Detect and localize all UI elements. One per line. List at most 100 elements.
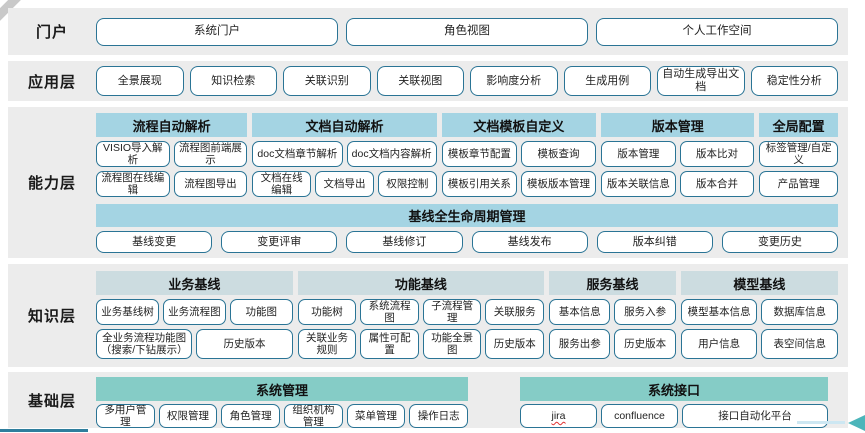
history-version-button[interactable]: 历史版本: [485, 329, 545, 359]
base-layer-label: 基础层: [27, 392, 76, 410]
user-info-button[interactable]: 用户信息: [680, 329, 758, 359]
system-interface-header: 系统接口: [520, 377, 828, 401]
impact-analysis-button[interactable]: 影响度分析: [470, 66, 558, 96]
relation-view-button[interactable]: 关联视图: [376, 66, 464, 96]
subprocess-mgmt-button[interactable]: 子流程管理: [422, 299, 482, 325]
knowledge-group-3-header: 模型基线: [680, 271, 838, 295]
left-arrow-icon: [848, 415, 865, 431]
attribute-config-button[interactable]: 属性可配置: [360, 329, 419, 359]
base-group-system-mgmt: 系统管理 多用户管理 权限管理 角色管理 组织机构管理 菜单管理 操作日志: [96, 377, 469, 428]
portal-layer-band: 门户 系统门户 角色视图 个人工作空间: [8, 8, 848, 55]
relation-identify-button[interactable]: 关联识别: [283, 66, 371, 96]
capability-group-1-header: 文档自动解析: [252, 113, 437, 137]
service-output-button[interactable]: 服务出参: [549, 329, 611, 359]
arrow-tail-line: [797, 421, 845, 424]
related-service-button[interactable]: 关联服务: [485, 299, 545, 325]
capability-group-global: 全局配置 标签管理/自定义 产品管理: [759, 113, 838, 198]
system-flowchart-button[interactable]: 系统流程图: [360, 299, 419, 325]
full-business-flow-button[interactable]: 全业务流程功能图（搜索/下钻展示）: [96, 329, 193, 359]
change-history-button[interactable]: 变更历史: [721, 231, 839, 253]
capability-group-3-header: 版本管理: [601, 113, 755, 137]
knowledge-group-1-header: 功能基线: [297, 271, 545, 295]
interface-automation-button[interactable]: 接口自动化平台: [682, 404, 828, 428]
flowchart-frontend-button[interactable]: 流程图前端展示: [173, 141, 248, 167]
base-layer-band: 基础层 系统管理 多用户管理 权限管理 角色管理 组织机构管理 菜单管理 操作日…: [8, 372, 848, 428]
business-flowchart-button[interactable]: 业务流程图: [162, 299, 226, 325]
permission-mgmt-button[interactable]: 权限管理: [158, 404, 218, 428]
capability-group-doc-parse: 文档自动解析 doc文档章节解析 doc文档内容解析 文档在线编辑 文档导出 权…: [252, 113, 437, 198]
related-business-rule-button[interactable]: 关联业务规则: [297, 329, 357, 359]
baseline-release-button[interactable]: 基线发布: [471, 231, 588, 253]
knowledge-layer-label: 知识层: [27, 308, 76, 325]
product-mgmt-button[interactable]: 产品管理: [759, 171, 838, 197]
capability-group-version: 版本管理 版本管理 版本比对 版本关联信息 版本合并: [601, 113, 755, 198]
stability-analysis-button[interactable]: 稳定性分析: [750, 66, 838, 96]
history-version-button[interactable]: 历史版本: [614, 329, 676, 359]
role-mgmt-button[interactable]: 角色管理: [221, 404, 281, 428]
generate-usecase-button[interactable]: 生成用例: [563, 66, 651, 96]
menu-mgmt-button[interactable]: 菜单管理: [346, 404, 406, 428]
doc-export-button[interactable]: 文档导出: [315, 171, 374, 197]
function-diagram-button[interactable]: 功能图: [229, 299, 293, 325]
baseline-revise-button[interactable]: 基线修订: [346, 231, 463, 253]
history-version-button[interactable]: 历史版本: [196, 329, 293, 359]
doc-content-parse-button[interactable]: doc文档内容解析: [346, 141, 437, 167]
personal-workspace-button[interactable]: 个人工作空间: [596, 17, 838, 46]
flowchart-edit-button[interactable]: 流程图在线编辑: [96, 171, 170, 197]
capability-layer-label: 能力层: [27, 175, 76, 192]
function-tree-button[interactable]: 功能树: [297, 299, 357, 325]
template-chapter-config-button[interactable]: 模板章节配置: [441, 141, 517, 167]
template-version-button[interactable]: 模板版本管理: [520, 171, 597, 197]
portal-layer-label: 门户: [35, 24, 68, 41]
version-mgmt-button[interactable]: 版本管理: [601, 141, 676, 167]
jira-label: jira: [551, 409, 566, 422]
basic-info-button[interactable]: 基本信息: [549, 299, 611, 325]
version-compare-button[interactable]: 版本比对: [679, 141, 755, 167]
capability-group-process-parse: 流程自动解析 VISIO导入解析 流程图前端展示 流程图在线编辑 流程图导出: [96, 113, 248, 198]
panorama-button[interactable]: 全景展现: [96, 66, 184, 96]
capability-group-2-header: 文档模板自定义: [441, 113, 597, 137]
tablespace-info-button[interactable]: 表空间信息: [761, 329, 838, 359]
doc-edit-button[interactable]: 文档在线编辑: [252, 171, 312, 197]
application-layer-label: 应用层: [27, 73, 76, 91]
function-panorama-button[interactable]: 功能全景图: [422, 329, 482, 359]
template-query-button[interactable]: 模板查询: [520, 141, 597, 167]
tag-mgmt-button[interactable]: 标签管理/自定义: [759, 141, 838, 167]
version-merge-button[interactable]: 版本合并: [679, 171, 755, 197]
jira-button[interactable]: jira: [520, 404, 597, 428]
capability-group-template: 文档模板自定义 模板章节配置 模板查询 模板引用关系 模板版本管理: [441, 113, 597, 198]
baseline-lifecycle-header: 基线全生命周期管理: [96, 204, 838, 227]
org-structure-mgmt-button[interactable]: 组织机构管理: [284, 404, 343, 428]
capability-group-0-header: 流程自动解析: [96, 113, 248, 137]
knowledge-group-business: 业务基线 业务基线树 业务流程图 功能图 全业务流程功能图（搜索/下钻展示） 历…: [96, 271, 293, 361]
model-basic-info-button[interactable]: 模型基本信息: [680, 299, 758, 325]
business-baseline-tree-button[interactable]: 业务基线树: [96, 299, 159, 325]
permission-control-button[interactable]: 权限控制: [377, 171, 437, 197]
database-info-button[interactable]: 数据库信息: [761, 299, 838, 325]
service-input-button[interactable]: 服务入参: [614, 299, 676, 325]
capability-group-4-header: 全局配置: [759, 113, 838, 137]
multi-user-mgmt-button[interactable]: 多用户管理: [96, 404, 155, 428]
knowledge-group-0-header: 业务基线: [96, 271, 293, 295]
auto-export-doc-button[interactable]: 自动生成导出文档: [657, 66, 745, 96]
system-portal-button[interactable]: 系统门户: [96, 17, 338, 46]
change-review-button[interactable]: 变更评审: [221, 231, 338, 253]
confluence-button[interactable]: confluence: [601, 404, 678, 428]
version-correction-button[interactable]: 版本纠错: [596, 231, 713, 253]
knowledge-group-function: 功能基线 功能树 系统流程图 子流程管理 关联服务 关联业务规则 属性可配置 功…: [297, 271, 545, 361]
capability-layer-band: 能力层 流程自动解析 VISIO导入解析 流程图前端展示 流程图在线编辑 流程图…: [8, 107, 848, 258]
doc-chapter-parse-button[interactable]: doc文档章节解析: [252, 141, 343, 167]
baseline-change-button[interactable]: 基线变更: [96, 231, 213, 253]
role-view-button[interactable]: 角色视图: [346, 17, 588, 46]
knowledge-search-button[interactable]: 知识检索: [189, 66, 277, 96]
knowledge-layer-band: 知识层 业务基线 业务基线树 业务流程图 功能图 全业务流程功能图（搜索/下钻展…: [8, 264, 848, 367]
template-reference-button[interactable]: 模板引用关系: [441, 171, 517, 197]
version-relation-button[interactable]: 版本关联信息: [601, 171, 676, 197]
flowchart-export-button[interactable]: 流程图导出: [173, 171, 248, 197]
base-group-system-interface: 系统接口 jira confluence 接口自动化平台: [520, 377, 828, 428]
visio-import-button[interactable]: VISIO导入解析: [96, 141, 170, 167]
bottom-left-accent-line: [0, 429, 88, 432]
application-layer-band: 应用层 全景展现 知识检索 关联识别 关联视图 影响度分析 生成用例 自动生成导…: [8, 61, 848, 101]
operation-log-button[interactable]: 操作日志: [409, 404, 469, 428]
